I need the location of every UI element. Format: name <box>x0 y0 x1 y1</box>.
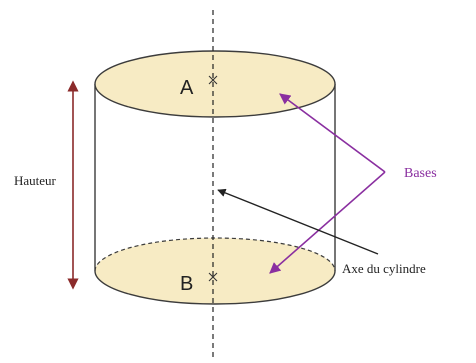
axis-pointer-arrow <box>217 188 379 255</box>
point-a-label: A <box>180 77 194 99</box>
bottom-base-visible-edge <box>94 270 336 305</box>
center-mark-a <box>208 75 218 85</box>
center-mark-b <box>208 272 218 282</box>
bases-arrow-top <box>279 93 386 173</box>
bases-arrow-bottom <box>269 171 386 274</box>
bottom-base-hidden-edge <box>94 237 336 272</box>
point-b-label: B <box>180 273 193 295</box>
height-label: Hauteur <box>14 173 57 188</box>
top-base <box>94 50 336 118</box>
bottom-base <box>95 238 335 304</box>
axis-label: Axe du cylindre <box>342 261 426 276</box>
bases-label: Bases <box>404 166 437 181</box>
